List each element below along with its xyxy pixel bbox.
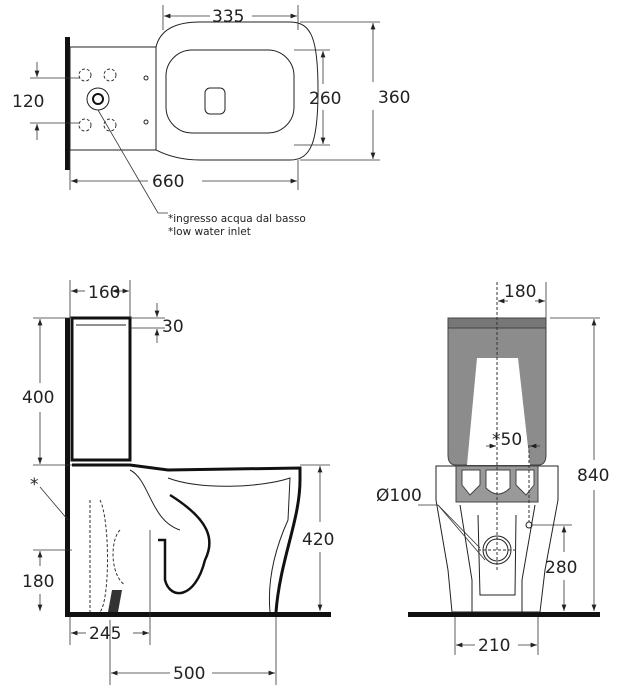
inlet-marker: * — [30, 475, 39, 495]
dim-160: 160 — [88, 283, 120, 303]
tank-highlight — [467, 358, 530, 465]
bowl-front — [435, 465, 559, 613]
bowl-section — [72, 463, 302, 613]
wall — [65, 37, 70, 170]
leader-line — [97, 109, 168, 214]
dim-840: 840 — [577, 466, 609, 486]
front-view: 180 840 280 210 Ø100 *50 — [376, 282, 609, 656]
dim-420: 420 — [302, 530, 334, 550]
note-english: *low water inlet — [168, 226, 251, 238]
dim-120: 120 — [12, 92, 44, 112]
tank-outline — [69, 46, 157, 151]
dim-210: 210 — [478, 636, 510, 656]
floor — [408, 612, 600, 617]
tank-section — [70, 316, 132, 462]
inlet-circle — [86, 87, 110, 111]
dim-diameter-100: Ø100 — [376, 486, 422, 506]
dim-180: 180 — [504, 282, 536, 302]
dim-50: *50 — [492, 430, 522, 450]
dim-245: 245 — [89, 624, 121, 644]
dim-660: 660 — [152, 172, 184, 192]
dim-500: 500 — [173, 664, 205, 684]
floor — [65, 612, 331, 617]
dim-180: 180 — [22, 572, 54, 592]
bowl-outline — [155, 21, 319, 161]
seat-opening — [165, 49, 295, 134]
dim-335: 335 — [212, 7, 244, 27]
dim-280: 280 — [545, 558, 577, 578]
side-view: 160 30 400 420 180 245 500 * — [22, 280, 334, 685]
note-italian: *ingresso acqua dal basso — [168, 213, 306, 225]
dim-30: 30 — [162, 317, 184, 337]
dim-400: 400 — [22, 388, 54, 408]
dim-260: 260 — [309, 89, 341, 109]
wall — [65, 318, 70, 617]
top-view: 335 360 260 120 660 *ingresso acqua dal … — [12, 5, 410, 238]
dim-360: 360 — [378, 88, 410, 108]
